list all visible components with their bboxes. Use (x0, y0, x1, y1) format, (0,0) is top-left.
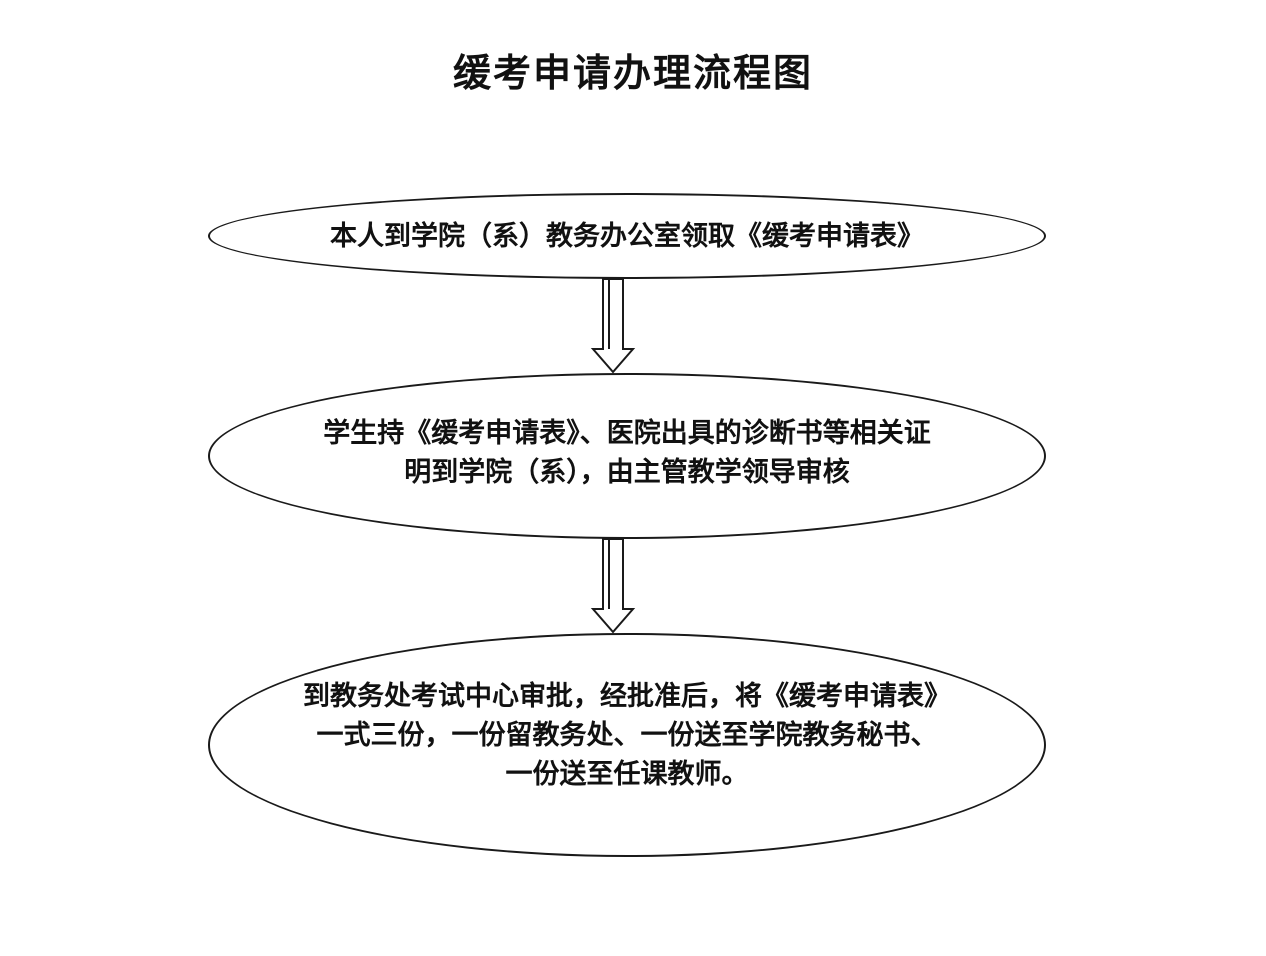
hollow-down-arrow-1 (590, 278, 636, 374)
flow-step-1-collect-form: 本人到学院（系）教务办公室领取《缓考申请表》 (208, 193, 1046, 279)
hollow-down-arrow-2 (590, 538, 636, 634)
flow-step-1-text: 本人到学院（系）教务办公室领取《缓考申请表》 (330, 220, 924, 252)
flow-step-3-text: 到教务处考试中心审批，经批准后，将《缓考申请表》 一式三份，一份留教务处、一份送… (303, 680, 951, 790)
page-title: 缓考申请办理流程图 (452, 50, 813, 95)
flow-step-2-review: 学生持《缓考申请表》、医院出具的诊断书等相关证 明到学院（系），由主管教学领导审… (208, 373, 1046, 539)
flow-step-3-approval-distribution: 到教务处考试中心审批，经批准后，将《缓考申请表》 一式三份，一份留教务处、一份送… (208, 633, 1046, 857)
flow-step-2-text: 学生持《缓考申请表》、医院出具的诊断书等相关证 明到学院（系），由主管教学领导审… (323, 418, 931, 488)
